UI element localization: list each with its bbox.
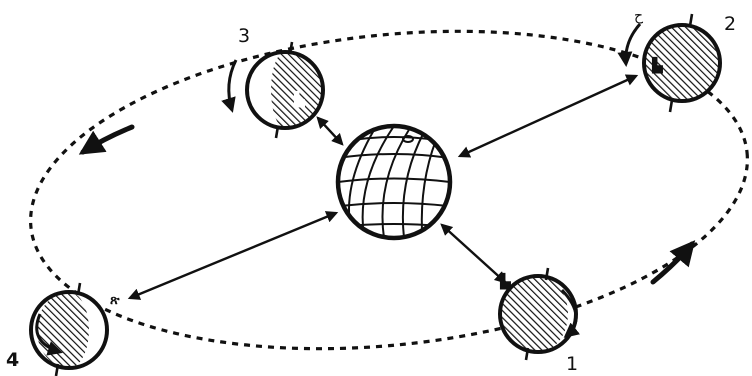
- position-label-1: 1: [566, 353, 578, 375]
- moon-2-flag-icon: ▙: [651, 56, 663, 74]
- moon-2-small-mark: ح: [634, 8, 644, 24]
- connector-earth-3: [318, 118, 342, 144]
- moon-1-flag-icon: ▙: [499, 272, 511, 290]
- orbit-arrow-right-icon: [653, 244, 692, 282]
- moon-position-1: ▙ 1: [499, 268, 578, 375]
- position-label-3: 3: [238, 25, 250, 47]
- connector-earth-2: [460, 76, 636, 156]
- connector-earth-1: [442, 225, 505, 282]
- moon-3-flag-icon: ▙: [293, 90, 305, 108]
- position-label-4: 4: [6, 349, 19, 371]
- moon-position-3: ▙ 3: [229, 25, 323, 138]
- moon-4-flag-icon: ጽ: [110, 293, 120, 308]
- earth-globe: [338, 126, 450, 238]
- moon-position-4: ጽ 4: [6, 283, 120, 376]
- connector-earth-4: [130, 213, 336, 298]
- moon-position-2: ▙ ح 2: [626, 8, 736, 112]
- position-label-2: 2: [724, 13, 736, 35]
- moon-3-rotation-arrow-icon: [229, 60, 236, 110]
